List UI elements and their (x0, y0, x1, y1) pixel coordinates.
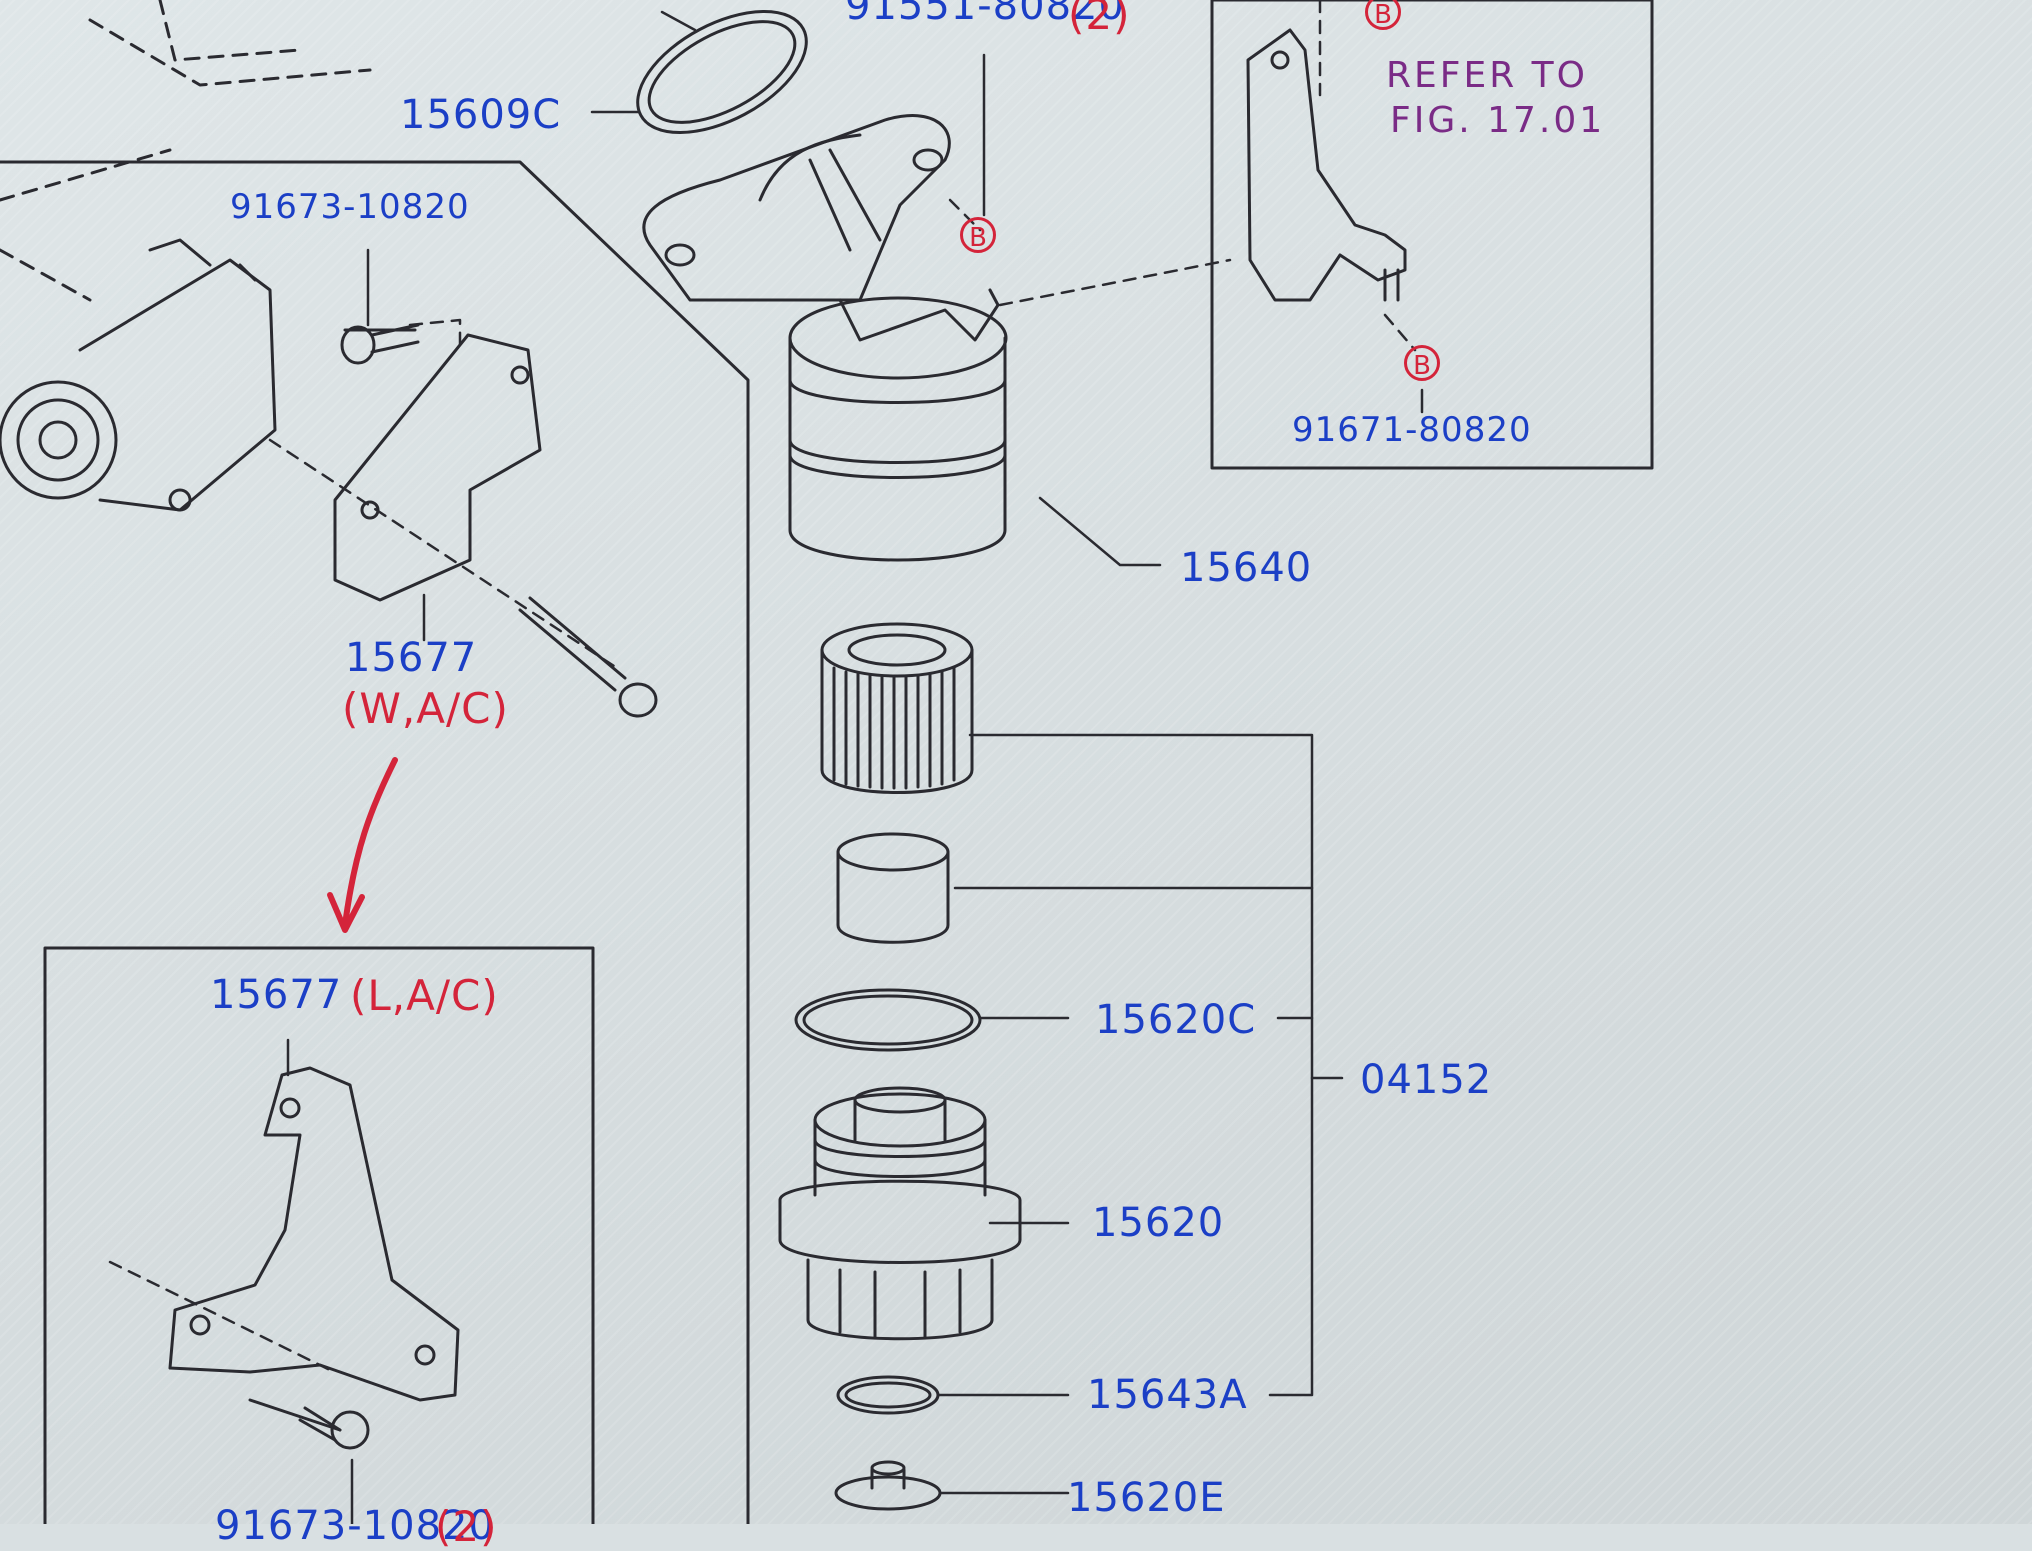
refer-to-line2: FIG. 17.01 (1390, 100, 1606, 141)
label-04152: 04152 (1360, 1057, 1493, 1103)
label-15677: 15677 (345, 635, 478, 681)
label-wac: (W,A/C) (342, 684, 509, 733)
engine-outline-dashed (0, 0, 372, 302)
leader-lines (286, 10, 1424, 1524)
long-bolt (518, 596, 658, 718)
refer-to-line1: REFER TO (1386, 55, 1588, 96)
label-top-part-no: 91551-80820 (845, 0, 1125, 29)
filter-housing-15640 (788, 288, 1008, 562)
bracket-15677-wac (333, 333, 542, 602)
drain-plug-15620e (834, 1460, 942, 1511)
badge-b-3: B (1404, 345, 1440, 381)
label-lac: (L,A/C) (350, 971, 499, 1020)
label-top-qty: (2) (1068, 0, 1131, 39)
label-inset-15677: 15677 (210, 972, 343, 1018)
ac-compressor (0, 238, 277, 512)
bracket-15677-lac (168, 1066, 460, 1450)
label-15620e: 15620E (1067, 1475, 1226, 1521)
label-15620c: 15620C (1095, 997, 1257, 1043)
red-arrow (342, 757, 398, 928)
oil-filter-bracket (642, 114, 951, 302)
label-15640: 15640 (1180, 545, 1313, 591)
gasket-15643a (836, 1375, 940, 1415)
gasket-15609c (636, 9, 808, 135)
badge-b-1: B (960, 217, 996, 253)
filter-sleeve (836, 832, 950, 944)
inset-box-refer (1210, 0, 1654, 470)
assembly-dashed-lines (108, 0, 1417, 1372)
label-15643a: 15643A (1087, 1372, 1248, 1418)
bolt-91673 (340, 323, 420, 365)
label-15609c: 15609C (400, 92, 562, 138)
oring-15620c (794, 988, 982, 1052)
label-91671-80820: 91671-80820 (1292, 410, 1532, 450)
refer-bracket (1246, 28, 1407, 302)
inset-box-lac (43, 946, 595, 1524)
label-91673-10820: 91673-10820 (230, 187, 470, 227)
badge-b-2: B (1365, 0, 1401, 30)
label-bottom-qty: (2) (435, 1502, 498, 1551)
filter-cap-15620 (778, 1086, 1022, 1341)
filter-element (820, 622, 974, 794)
panel-frame-left (0, 160, 750, 1524)
label-15620: 15620 (1092, 1200, 1225, 1246)
